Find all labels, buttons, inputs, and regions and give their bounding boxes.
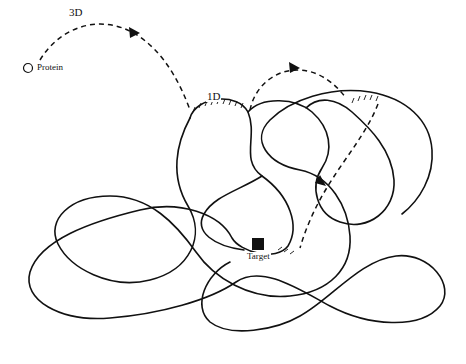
protein-symbol (22, 62, 34, 74)
target-node: Target (252, 238, 271, 262)
arrowheads (129, 27, 326, 186)
dna-strand (29, 91, 445, 331)
node-label: Protein (36, 63, 64, 73)
node-label: Target (246, 252, 271, 262)
protein-node: Protein (22, 62, 64, 74)
target-symbol (252, 238, 264, 250)
diffusion-path (40, 24, 378, 248)
dimension-label: 3D (68, 6, 83, 18)
dimension-label: 1D (206, 90, 221, 102)
protein-symbol (24, 64, 33, 73)
target-symbol (252, 238, 264, 250)
hatch-marks (193, 95, 378, 254)
